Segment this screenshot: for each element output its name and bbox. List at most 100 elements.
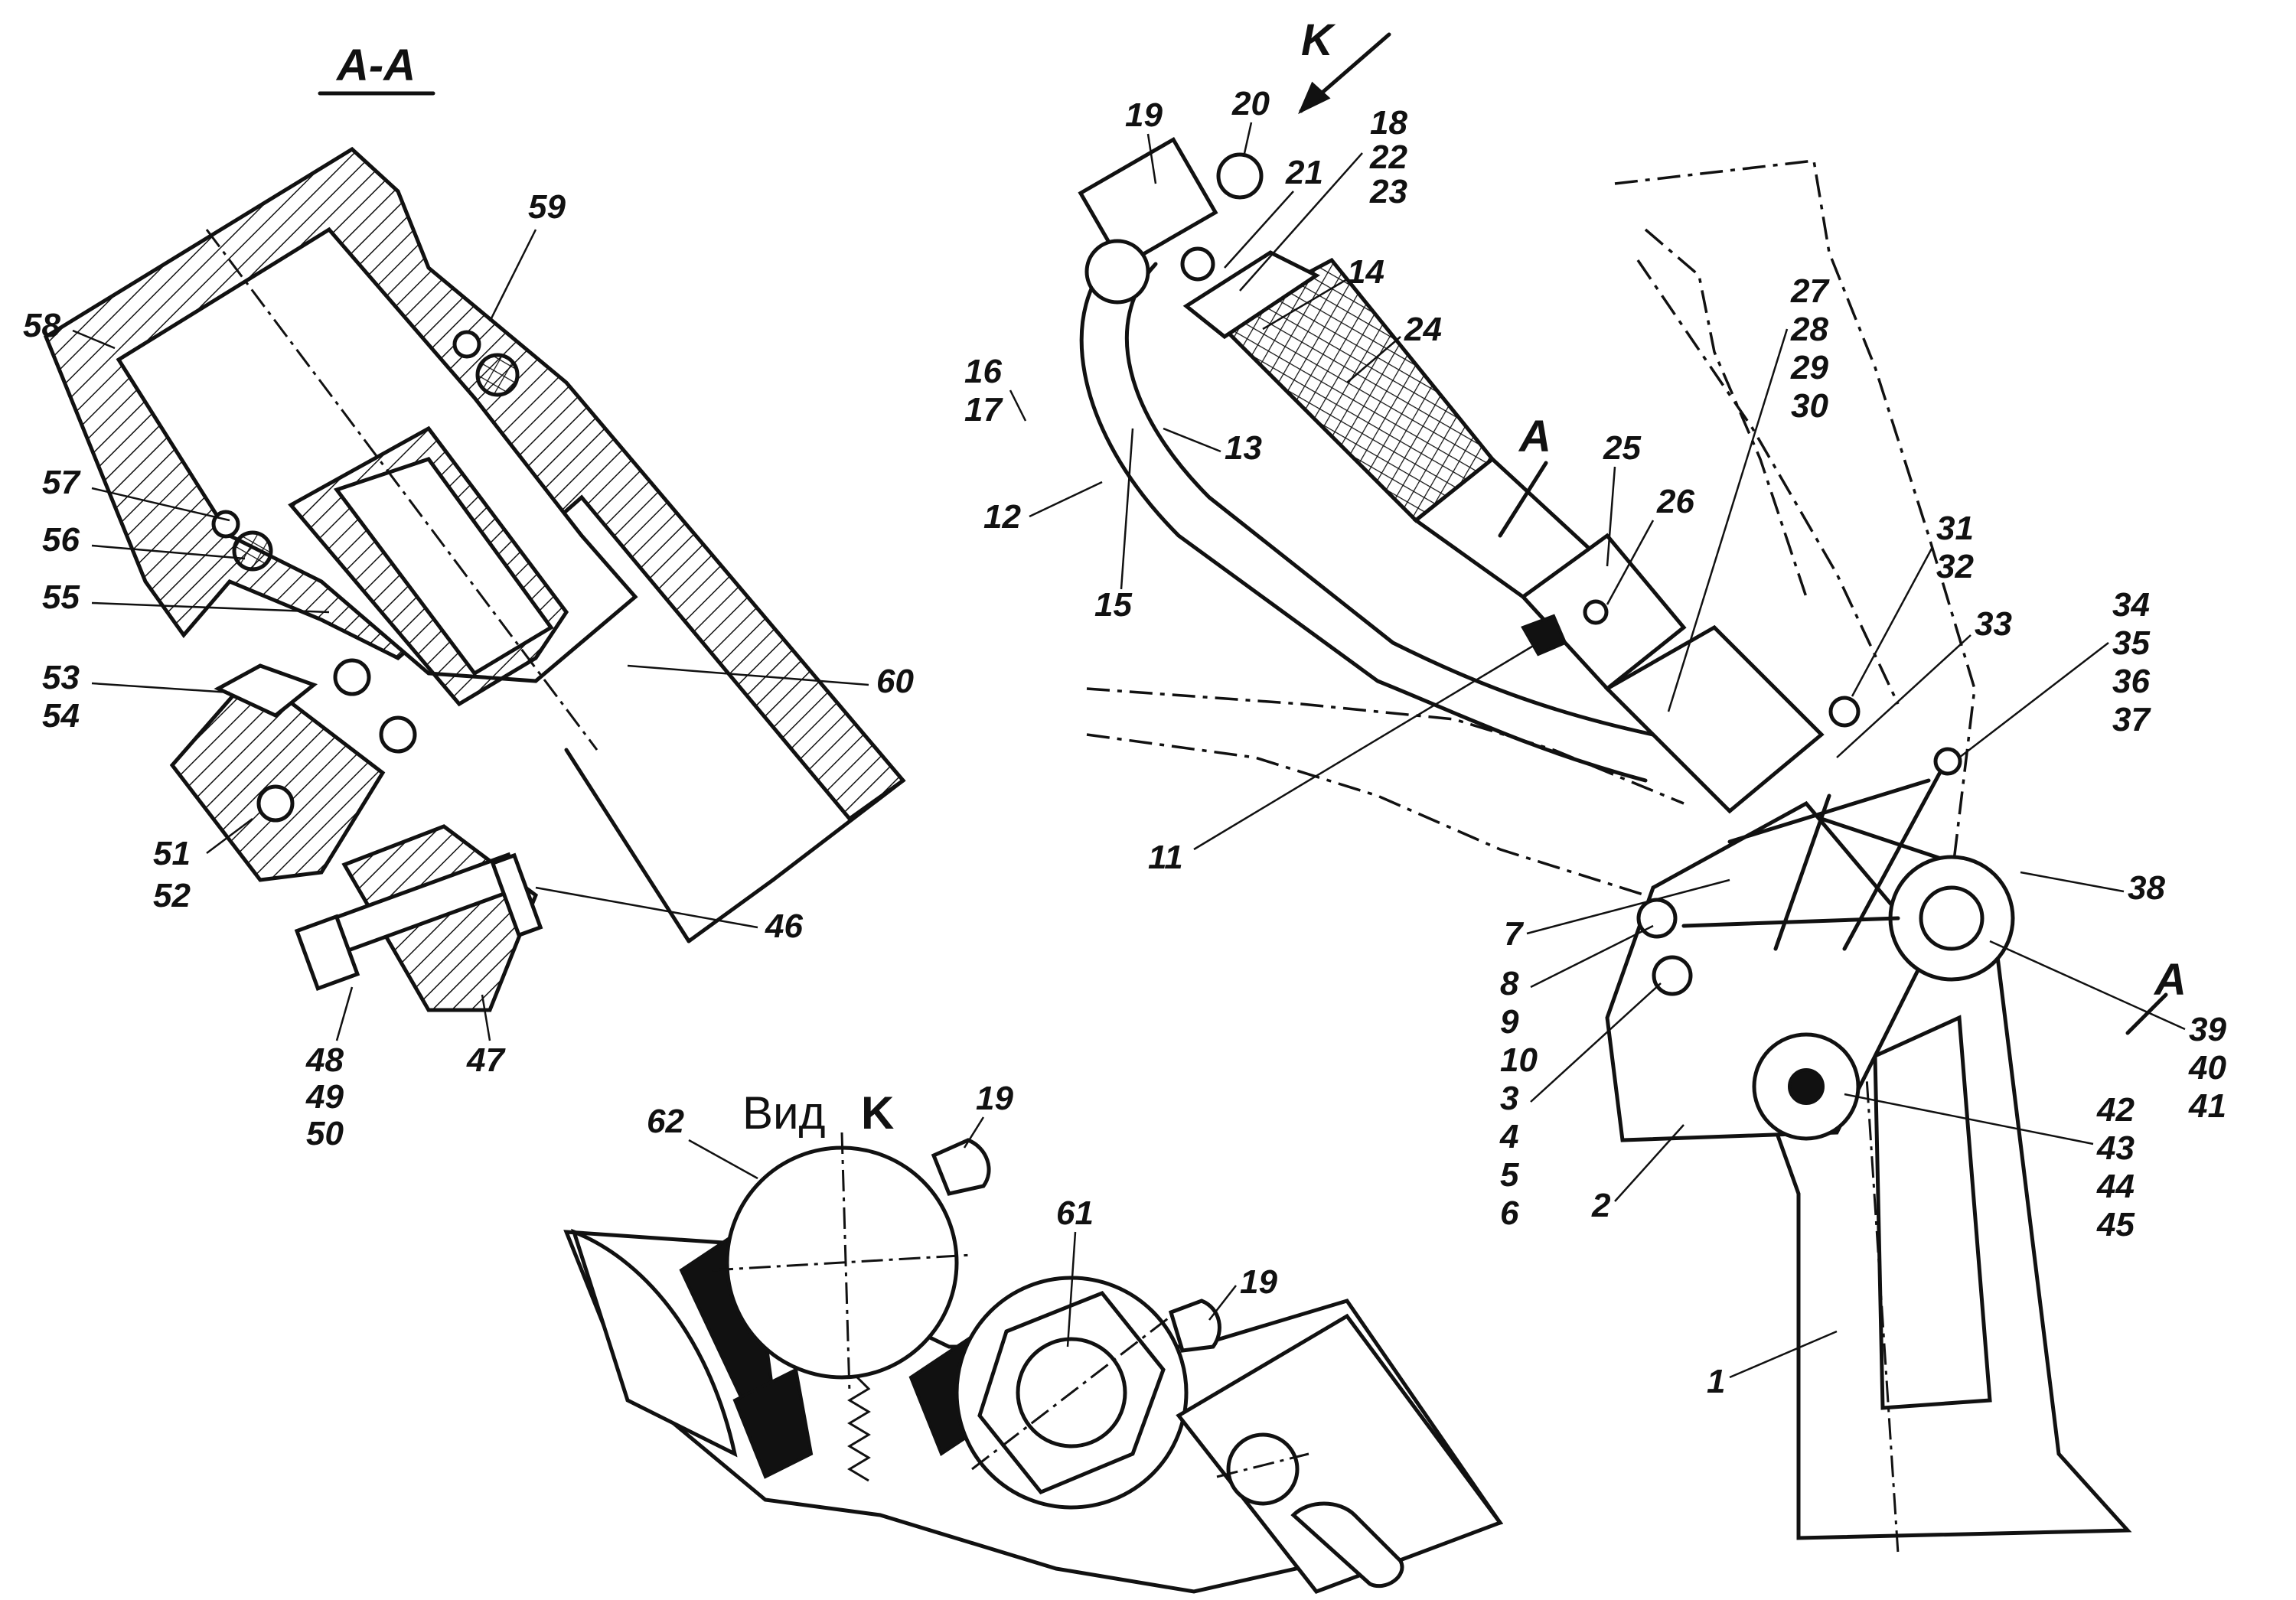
ball-upper <box>452 330 481 359</box>
retaining-nut <box>214 663 318 718</box>
cap-20 <box>1216 152 1264 200</box>
label-39: 39 <box>2189 1011 2226 1048</box>
link-34 <box>1842 763 1946 951</box>
label-24: 24 <box>1404 311 1442 348</box>
casing-edge <box>564 748 691 943</box>
label-47: 47 <box>466 1041 506 1079</box>
casing-break <box>687 878 775 943</box>
link-33 <box>1773 793 1831 951</box>
view-k-fan <box>571 1228 738 1458</box>
bearing-ball-3 <box>256 784 295 823</box>
label-33: 33 <box>1975 605 2012 643</box>
label-46: 46 <box>765 908 803 945</box>
spring <box>847 1376 871 1482</box>
label-8: 8 <box>1500 965 1519 1002</box>
cap-19-lower <box>1168 1299 1221 1353</box>
label-19: 19 <box>1125 96 1163 134</box>
label-19-view-a: 19 <box>976 1080 1013 1117</box>
ball-62-vline <box>840 1132 851 1393</box>
plate-hole-axis <box>1216 1452 1309 1478</box>
label-62: 62 <box>647 1103 684 1140</box>
phantom-frame-tube-upper <box>1614 159 1976 881</box>
plate-slot <box>1290 1501 1404 1589</box>
label-49: 49 <box>305 1078 344 1116</box>
label-57: 57 <box>42 464 81 501</box>
label-55: 55 <box>42 578 80 616</box>
hole-26 <box>1583 599 1609 625</box>
label-56: 56 <box>42 521 80 559</box>
label-61: 61 <box>1056 1194 1094 1232</box>
label-50: 50 <box>306 1115 344 1152</box>
label-11: 11 <box>1148 839 1183 876</box>
casing-edge-2 <box>771 778 905 882</box>
view-k-plate <box>1176 1313 1503 1594</box>
label-37: 37 <box>2112 701 2151 738</box>
phantom-frame-tube-left-2 <box>1086 733 1646 897</box>
ball-62-hline <box>711 1253 973 1272</box>
label-42: 42 <box>2096 1091 2135 1129</box>
label-5: 5 <box>1500 1156 1519 1194</box>
label-4: 4 <box>1499 1118 1518 1155</box>
assembly-callouts: 19 20 21 18 22 23 14 24 16 17 13 12 15 2… <box>964 85 2226 1400</box>
seal-upper <box>475 353 520 397</box>
label-51: 51 <box>153 835 191 872</box>
label-38: 38 <box>2128 869 2165 907</box>
pedal-knob-19 <box>1078 136 1218 269</box>
section-mark-upper-line <box>1498 461 1548 538</box>
view-letter: K <box>861 1087 894 1139</box>
label-35: 35 <box>2112 624 2150 662</box>
label-1: 1 <box>1707 1363 1725 1400</box>
section-title: A-A <box>335 41 416 90</box>
ball-lower <box>211 510 240 539</box>
lever-pipe-inner <box>1124 262 1655 737</box>
pivot-head <box>1084 239 1150 305</box>
main-assembly: K <box>1078 15 2187 1554</box>
label-31: 31 <box>1936 510 1974 547</box>
label-58: 58 <box>23 307 60 344</box>
label-53: 53 <box>42 659 80 696</box>
label-25: 25 <box>1603 429 1641 467</box>
label-27: 27 <box>1790 272 1830 310</box>
label-36: 36 <box>2112 663 2150 700</box>
label-30: 30 <box>1791 387 1828 425</box>
label-29: 29 <box>1790 349 1828 386</box>
plate-hole <box>1226 1432 1300 1506</box>
label-16: 16 <box>964 353 1002 390</box>
phantom-frame-tube-upper-2 <box>1636 259 1900 705</box>
label-26: 26 <box>1656 483 1694 520</box>
label-18: 18 <box>1370 104 1407 142</box>
section-mark-lower: A <box>2153 955 2187 1005</box>
link-bracket <box>1603 624 1825 814</box>
label-22: 22 <box>1369 138 1407 176</box>
phantom-frame-tube-diag <box>1644 228 1808 598</box>
section-mark-lower-line <box>2125 992 2168 1035</box>
section-axis <box>205 229 598 751</box>
label-32: 32 <box>1936 548 1974 585</box>
view-k-callouts: 62 19 61 19 <box>647 1080 1277 1347</box>
label-17: 17 <box>964 391 1003 429</box>
label-7: 7 <box>1504 915 1525 953</box>
nut-61-axis <box>971 1315 1172 1471</box>
label-59: 59 <box>528 188 566 226</box>
label-52: 52 <box>153 877 191 914</box>
label-6: 6 <box>1500 1194 1519 1232</box>
label-19-view-b: 19 <box>1240 1263 1277 1301</box>
pivot-39-inner <box>1919 885 1985 951</box>
grip-collar-22 <box>1182 250 1320 340</box>
stud-3 <box>1652 955 1693 996</box>
label-15: 15 <box>1094 586 1132 624</box>
label-23: 23 <box>1369 173 1407 210</box>
label-48: 48 <box>305 1041 344 1079</box>
label-10: 10 <box>1500 1041 1538 1079</box>
bracket-1-window <box>1873 1015 1992 1410</box>
label-13: 13 <box>1225 429 1262 467</box>
tie-rod-2 <box>1727 778 1931 844</box>
label-34: 34 <box>2112 586 2150 624</box>
view-title: Вид <box>742 1087 826 1139</box>
shaft-core <box>333 457 554 676</box>
nut-48 <box>294 914 360 992</box>
label-21: 21 <box>1285 154 1323 191</box>
pivot-42-nut <box>1788 1068 1825 1105</box>
weld-bottom <box>732 1367 814 1479</box>
